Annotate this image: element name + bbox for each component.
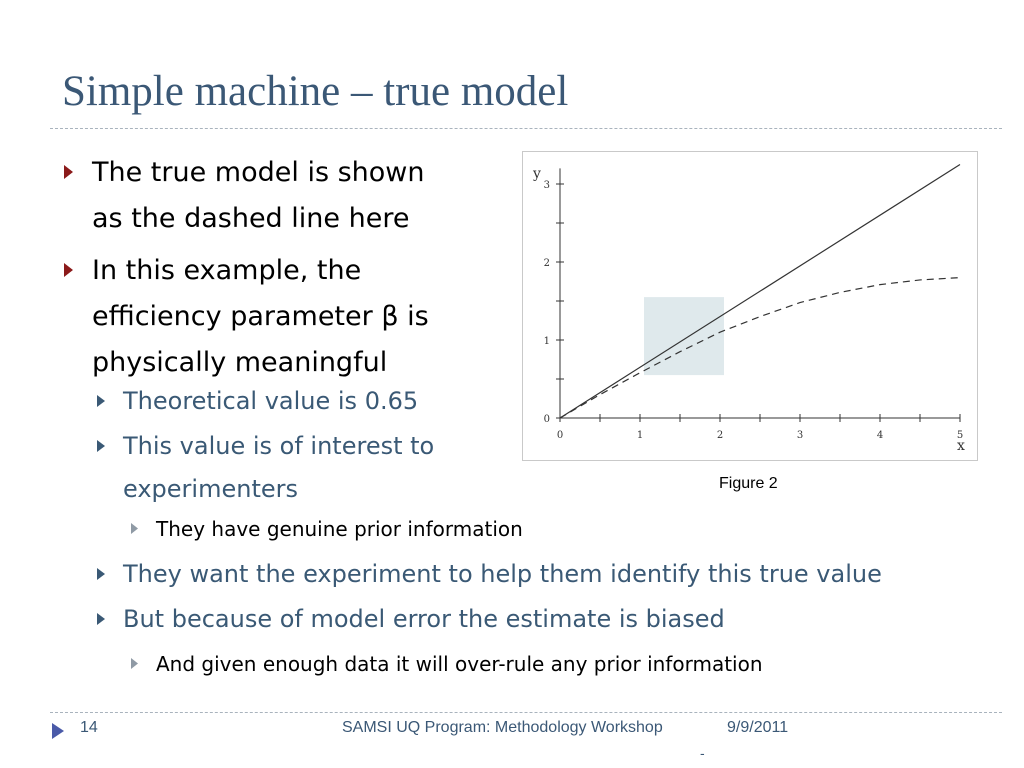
x-tick-label: 4 xyxy=(877,430,883,441)
line-chart: 0 1 2 3 4 5 0 1 2 3 x y xyxy=(532,163,965,454)
bullet-triangle-icon xyxy=(64,165,92,179)
bullet-line: They want the experiment to help them id… xyxy=(123,560,882,588)
footer-dash: - xyxy=(700,745,705,761)
x-tick-label: 5 xyxy=(957,430,963,441)
figure-caption: Figure 2 xyxy=(719,475,778,492)
footer-triangle-icon xyxy=(52,723,64,743)
y-tick-label: 3 xyxy=(544,180,550,191)
bullet-line: Theoretical value is 0.65 xyxy=(123,387,419,415)
page-number: 14 xyxy=(80,719,98,736)
bullet-triangle-icon xyxy=(97,613,123,625)
y-tick-label: 2 xyxy=(544,258,550,269)
bullet-line: But because of model error the estimate … xyxy=(123,605,725,633)
x-tick-label: 0 xyxy=(557,430,563,441)
y-tick-label: 1 xyxy=(544,336,550,347)
bullet-triangle-icon xyxy=(97,440,123,452)
slide-title: Simple machine – true model xyxy=(62,68,569,115)
bullet-line: experimenters xyxy=(123,475,298,503)
bullet-line: efficiency parameter β is xyxy=(92,301,429,332)
sub-bullet-item: They want the experiment to help them id… xyxy=(97,553,882,596)
bullet-line: physically meaningful xyxy=(92,347,388,378)
bullet-line: They have genuine prior information xyxy=(156,517,523,541)
title-divider xyxy=(50,128,1002,129)
footer-event: SAMSI UQ Program: Methodology Workshop xyxy=(342,719,663,736)
solid-series-line xyxy=(559,163,961,419)
bullet-triangle-icon xyxy=(97,395,123,407)
y-axis-label: y xyxy=(532,166,541,182)
x-axis-label: x xyxy=(957,438,965,454)
bullet-triangle-icon xyxy=(131,658,156,669)
bullet-triangle-icon xyxy=(64,263,92,277)
dashed-series-line xyxy=(559,277,961,419)
bullet-item: In this example, the efficiency parameter… xyxy=(64,248,429,386)
footer-date: 9/9/2011 xyxy=(727,719,789,736)
sub-sub-bullet-item: And given enough data it will over-rule … xyxy=(131,647,763,681)
bullet-line: This value is of interest to xyxy=(123,432,435,460)
bullet-item: The true model is shown as the dashed lin… xyxy=(64,150,425,242)
bullet-triangle-icon xyxy=(131,523,156,534)
sub-bullet-item: But because of model error the estimate … xyxy=(97,598,725,641)
figure-chart: 0 1 2 3 4 5 0 1 2 3 x y xyxy=(522,151,978,461)
bullet-line: And given enough data it will over-rule … xyxy=(156,652,763,676)
bullet-line: The true model is shown xyxy=(92,157,425,188)
bullet-triangle-icon xyxy=(97,568,123,580)
sub-bullet-item: This value is of interest to experimenter… xyxy=(97,425,434,511)
x-tick-label: 1 xyxy=(637,430,643,441)
footer-divider xyxy=(50,712,1002,713)
y-tick-label: 0 xyxy=(544,414,550,425)
sub-bullet-item: Theoretical value is 0.65 xyxy=(97,380,418,423)
bullet-line: as the dashed line here xyxy=(92,203,410,234)
x-tick-label: 3 xyxy=(797,430,803,441)
sub-sub-bullet-item: They have genuine prior information xyxy=(131,512,523,546)
bullet-line: In this example, the xyxy=(92,255,362,286)
x-tick-label: 2 xyxy=(717,430,723,441)
